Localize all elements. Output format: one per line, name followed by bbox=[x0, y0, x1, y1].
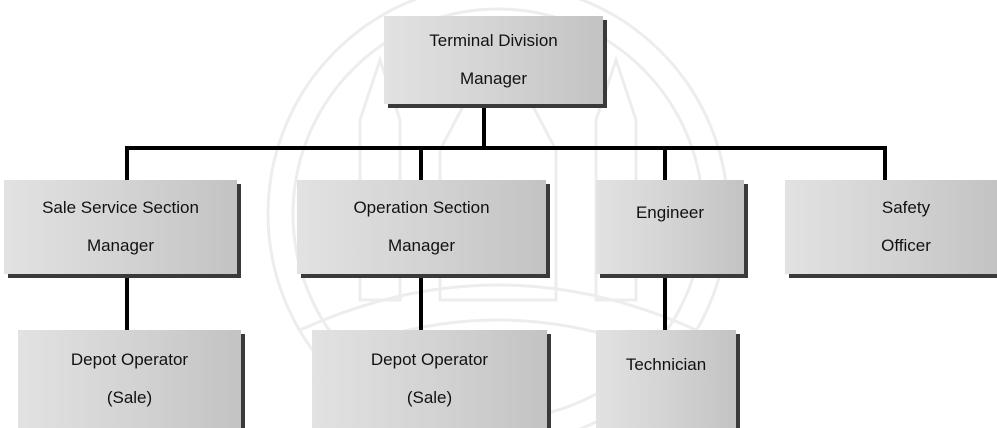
node-label-line1: Operation Section bbox=[353, 189, 489, 227]
node-label-line1: Technician bbox=[626, 346, 706, 384]
terminal-division-manager-box: Terminal Division Manager bbox=[384, 16, 603, 104]
node-label-line1: Depot Operator bbox=[71, 341, 188, 379]
node-label-line2: Manager bbox=[87, 227, 154, 265]
node-label-line1: Engineer bbox=[636, 194, 704, 232]
depot-operator-sale-box-1: Depot Operator (Sale) bbox=[18, 330, 241, 428]
node-label-line1: Terminal Division bbox=[429, 22, 557, 60]
node-label-line2: (Sale) bbox=[107, 379, 152, 417]
technician-box: Technician bbox=[596, 330, 736, 428]
sale-service-section-manager-box: Sale Service Section Manager bbox=[4, 180, 237, 274]
operation-section-manager-box: Operation Section Manager bbox=[297, 180, 546, 274]
node-label-line2: Manager bbox=[460, 60, 527, 98]
node-label-line1: Sale Service Section bbox=[42, 189, 199, 227]
node-label-line1: Depot Operator bbox=[371, 341, 488, 379]
node-label-line2: Officer bbox=[881, 227, 931, 265]
node-label-line1: Safety bbox=[882, 189, 930, 227]
node-label-line2: Manager bbox=[388, 227, 455, 265]
safety-officer-box: Safety Officer bbox=[785, 180, 997, 274]
depot-operator-sale-box-2: Depot Operator (Sale) bbox=[312, 330, 547, 428]
engineer-box: Engineer bbox=[596, 180, 744, 274]
node-label-line2: (Sale) bbox=[407, 379, 452, 417]
